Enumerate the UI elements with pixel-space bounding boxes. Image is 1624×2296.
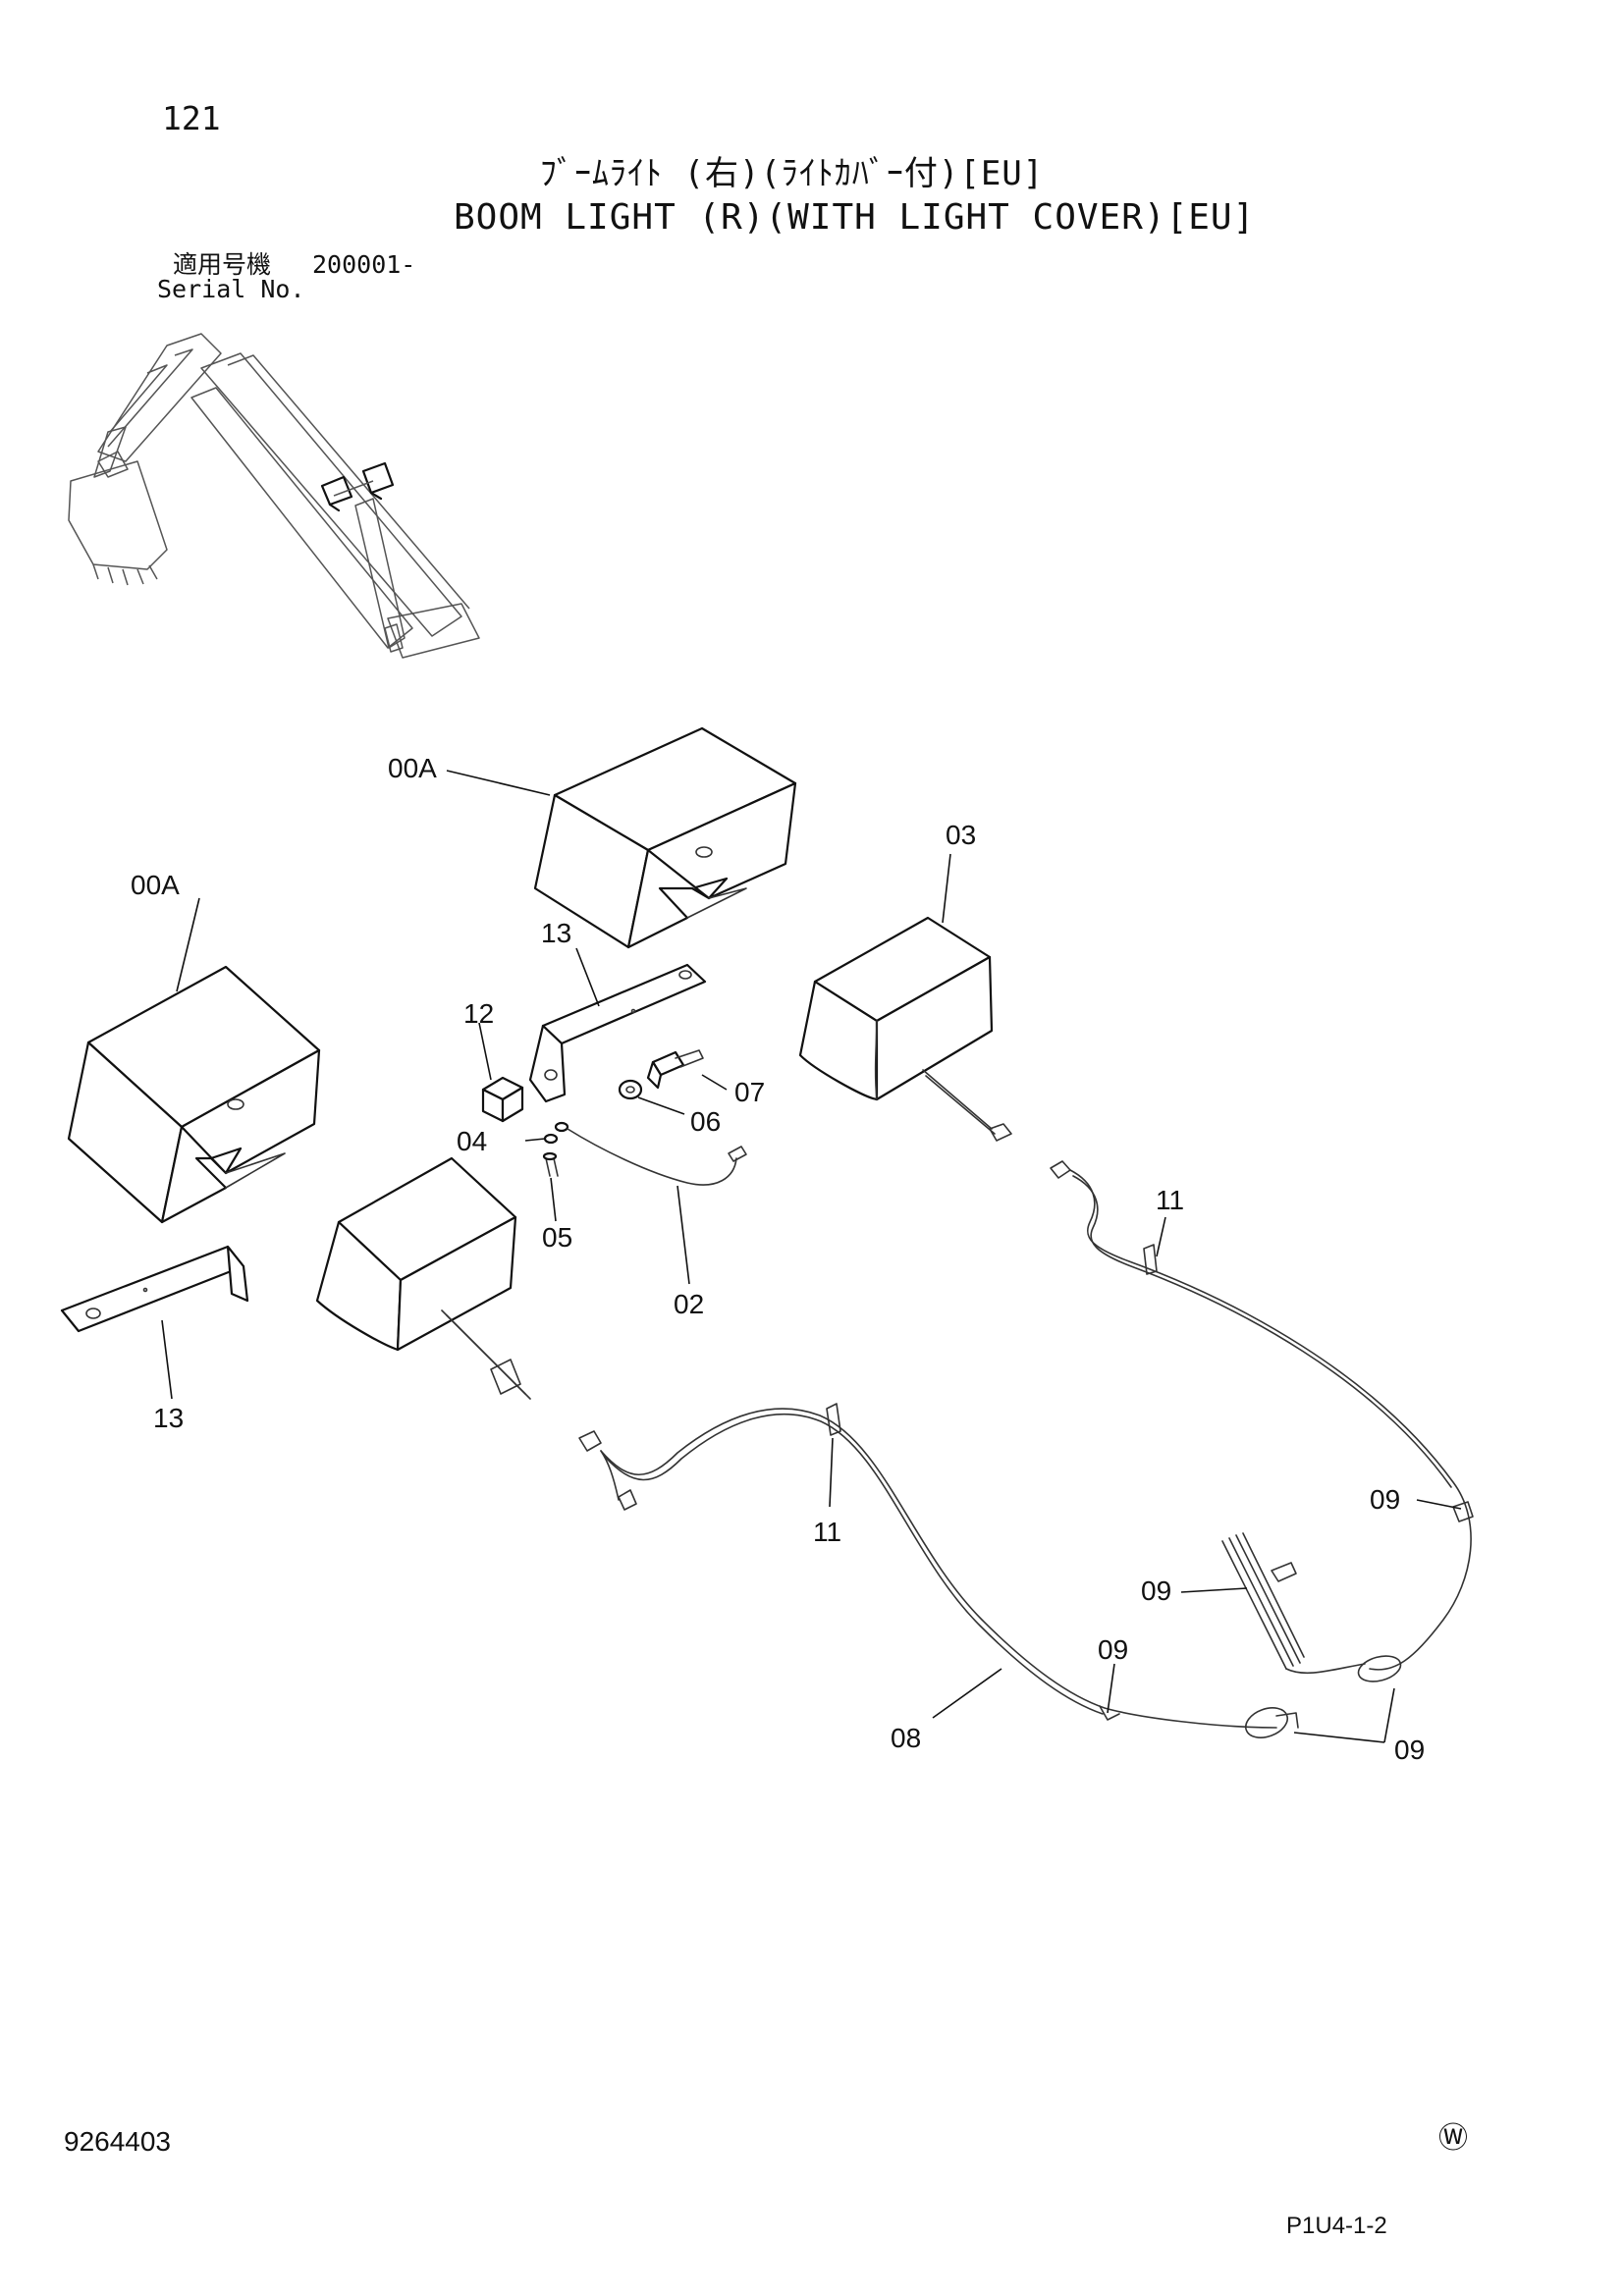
callout-09-right: 09 (1370, 1484, 1400, 1515)
title-english: BOOM LIGHT (R)(WITH LIGHT COVER)[EU] (454, 197, 1256, 238)
callout-07: 07 (734, 1077, 765, 1107)
nut (543, 1133, 559, 1145)
serial-label-english: Serial No. (157, 275, 305, 303)
callout-09-bundle: 09 (1141, 1575, 1171, 1606)
callout-06: 06 (690, 1106, 721, 1137)
serial-value: 200001- (312, 250, 416, 279)
excavator-locator-illustration (68, 333, 480, 659)
bolt (646, 1049, 704, 1090)
light-cover-top (533, 726, 797, 949)
callout-13-top: 13 (541, 918, 571, 948)
title-japanese: ﾌﾞｰﾑﾗｲﾄ (右)(ﾗｲﾄｶﾊﾞｰ付)[EU] (540, 154, 1045, 193)
page-number: 121 (162, 99, 221, 137)
screw (542, 1151, 559, 1177)
page-code: P1U4-1-2 (1286, 2213, 1387, 2239)
washer (618, 1079, 643, 1100)
callout-08: 08 (891, 1723, 921, 1753)
main-harness (600, 1169, 1474, 1738)
light-cover-left (67, 965, 321, 1224)
lamp-harness (554, 1121, 747, 1186)
callout-00a-left: 00A (131, 870, 180, 900)
callout-12: 12 (463, 998, 494, 1029)
callout-05: 05 (542, 1222, 572, 1253)
rubber-block (481, 1076, 524, 1123)
callout-13-left: 13 (153, 1403, 184, 1433)
callout-02: 02 (674, 1289, 704, 1319)
callout-09-lower: 09 (1098, 1634, 1128, 1665)
work-lamp-left (315, 1156, 637, 1511)
callout-11-right: 11 (1156, 1185, 1184, 1215)
work-lamp-right (798, 916, 1071, 1179)
w-mark-symbol: Ⓦ (1438, 2121, 1468, 2156)
leader-lines (161, 770, 1462, 1743)
serial-label-japanese: 適用号機 (173, 250, 272, 279)
callout-labels: 00A 00A 03 13 13 12 07 06 04 05 02 11 11… (131, 753, 1425, 1765)
bracket-left (60, 1245, 249, 1333)
bracket-top (528, 963, 707, 1103)
callout-00a-top: 00A (388, 753, 437, 783)
callout-09-group: 09 (1394, 1735, 1425, 1765)
callout-11-left: 11 (813, 1517, 841, 1547)
callout-03: 03 (946, 820, 976, 850)
document-number: 9264403 (64, 2126, 172, 2157)
callout-04: 04 (457, 1126, 487, 1156)
